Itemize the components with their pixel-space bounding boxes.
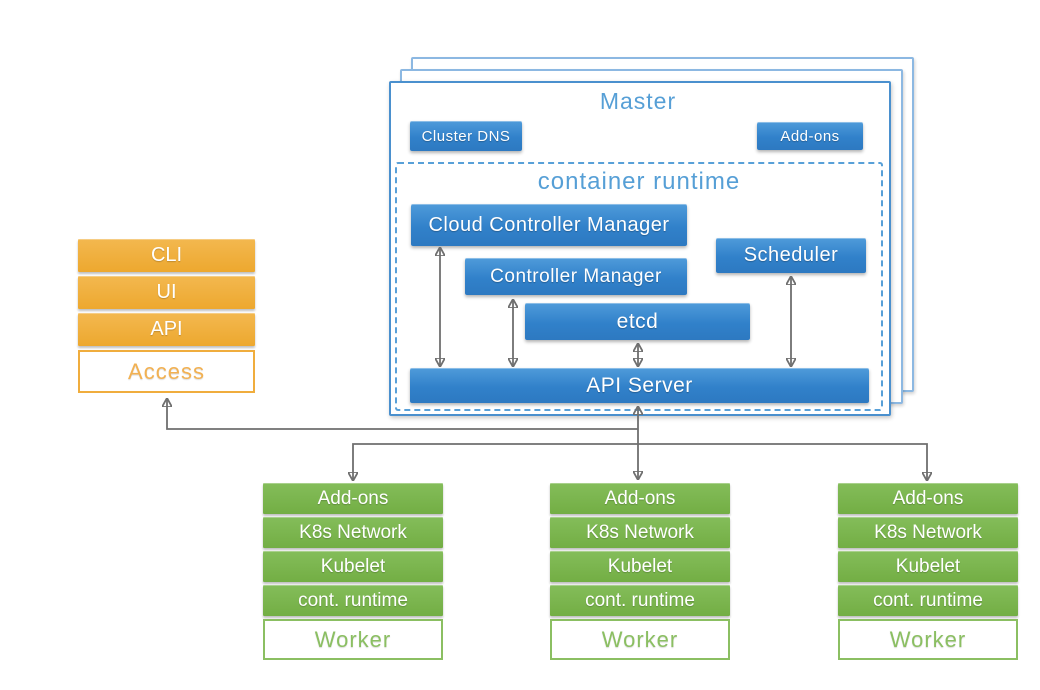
worker-addons-box: Add-ons [838,483,1018,514]
scheduler-box: Scheduler [716,238,866,273]
access-label-box: Access [78,350,255,393]
worker-node-3: Add-ons K8s Network Kubelet cont. runtim… [838,483,1018,660]
worker-kubelet-box: Kubelet [263,551,443,582]
worker-label-box: Worker [550,619,730,660]
worker-k8s-network-box: K8s Network [838,517,1018,548]
etcd-box: etcd [525,303,750,340]
worker-cont-runtime-box: cont. runtime [550,585,730,616]
api-server-box: API Server [410,368,869,403]
access-stack: CLI UI API Access [78,239,255,393]
worker-node-2: Add-ons K8s Network Kubelet cont. runtim… [550,483,730,660]
worker-addons-box: Add-ons [263,483,443,514]
worker-k8s-network-box: K8s Network [550,517,730,548]
worker-label-box: Worker [263,619,443,660]
worker-addons-box: Add-ons [550,483,730,514]
access-cli-box: CLI [78,239,255,272]
cluster-dns-box: Cluster DNS [410,121,522,151]
controller-manager-box: Controller Manager [465,258,687,295]
worker-cont-runtime-box: cont. runtime [838,585,1018,616]
worker-kubelet-box: Kubelet [838,551,1018,582]
worker-label-box: Worker [838,619,1018,660]
access-api-box: API [78,313,255,346]
worker-k8s-network-box: K8s Network [263,517,443,548]
access-ui-box: UI [78,276,255,309]
arrow-apiserver-worker1-worker3 [353,443,927,479]
cloud-controller-manager-box: Cloud Controller Manager [411,204,687,246]
worker-cont-runtime-box: cont. runtime [263,585,443,616]
master-title: Master [599,88,677,114]
worker-node-1: Add-ons K8s Network Kubelet cont. runtim… [263,483,443,660]
worker-kubelet-box: Kubelet [550,551,730,582]
container-runtime-title: container runtime [537,168,741,195]
master-addons-box: Add-ons [757,122,863,150]
